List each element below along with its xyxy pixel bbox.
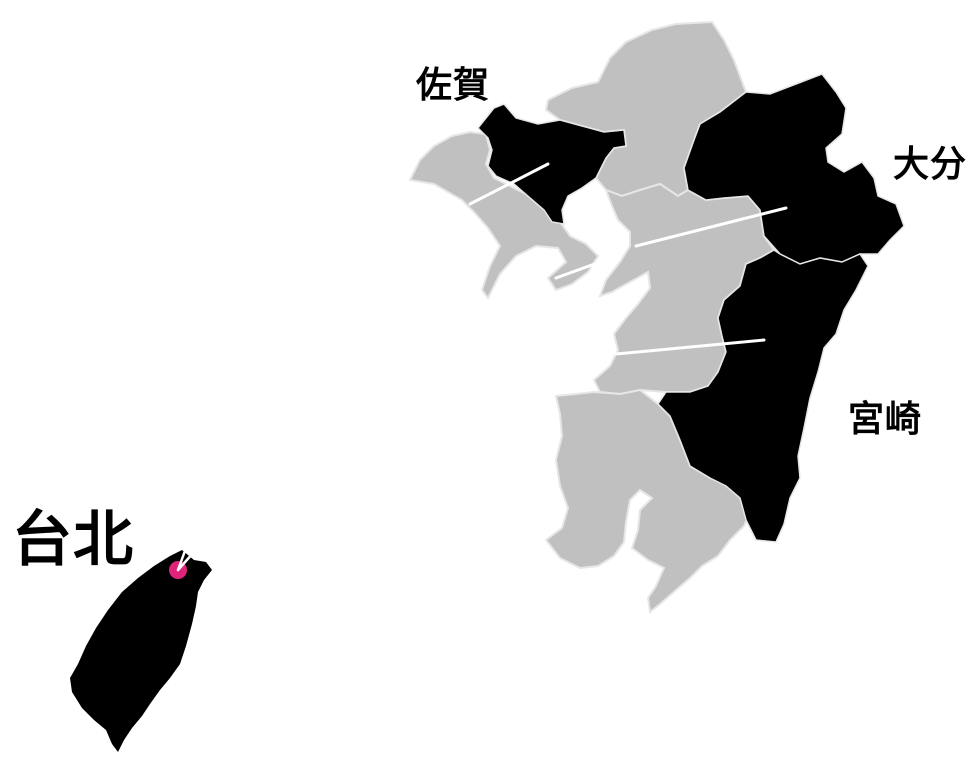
taipei-marker-line-1: [176, 546, 188, 572]
highlighted-prefectures: [476, 73, 905, 543]
connector-lines: [468, 162, 788, 356]
prefecture-saga: [476, 103, 627, 225]
taiwan-island: [70, 546, 212, 752]
connector-miyazaki: [614, 338, 766, 356]
label-taipei: 台北: [12, 505, 134, 575]
prefecture-oita: [683, 73, 905, 265]
connector-saga: [468, 162, 550, 206]
label-miyazaki: 宮崎: [848, 399, 923, 440]
connector-oita-2: [554, 260, 602, 280]
prefecture-nagasaki: [408, 130, 600, 300]
region-taiwan: [70, 550, 212, 752]
connector-oita: [634, 206, 788, 248]
label-saga: 佐賀: [416, 65, 491, 106]
taipei-marker-line-2: [176, 550, 196, 572]
prefecture-miyazaki: [657, 249, 869, 543]
label-oita: 大分: [893, 144, 968, 185]
